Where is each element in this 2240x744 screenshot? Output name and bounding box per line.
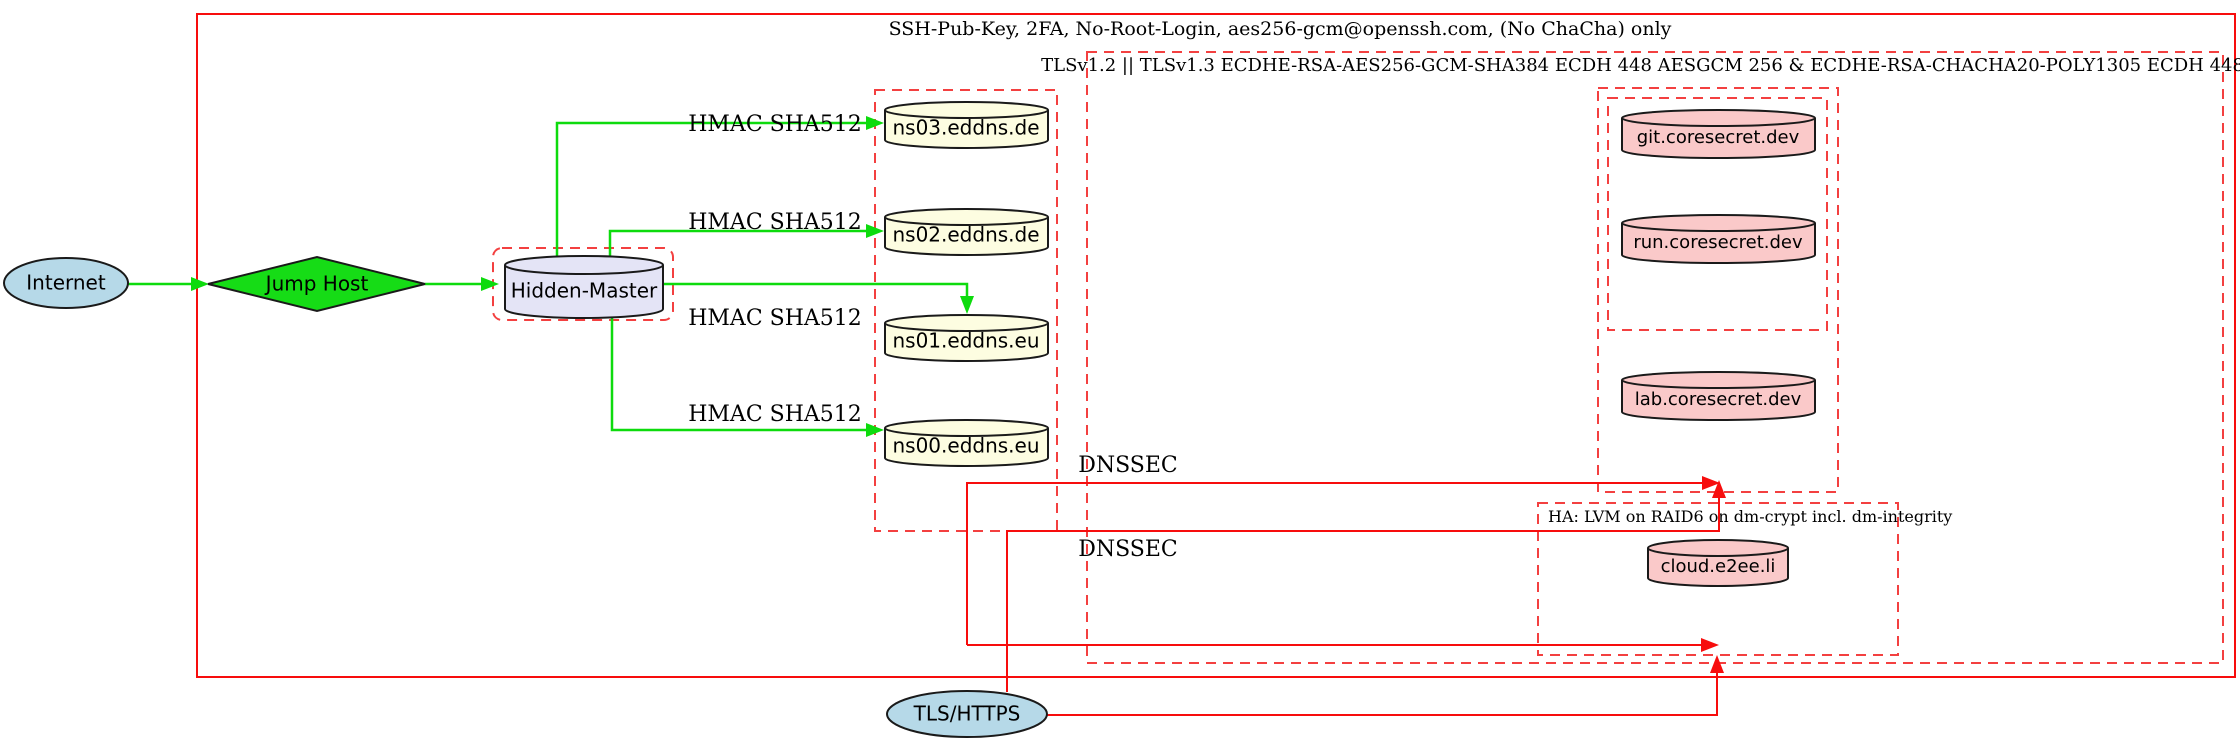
node-ns03: ns03.eddns.de [884,101,1049,149]
node-git: git.coresecret.dev [1621,109,1816,159]
node-run-label: run.coresecret.dev [1633,232,1803,253]
node-ns03-label: ns03.eddns.de [892,116,1039,140]
edge-dnssec-to-coresecret [966,476,1720,645]
edge-label-dnssec-2: DNSSEC [1078,537,1178,562]
node-internet: Internet [3,257,129,309]
edge-tlshttps-to-coresecret [1006,480,1726,692]
node-lab: lab.coresecret.dev [1621,371,1816,421]
edge-label-hmac-ns01: HMAC SHA512 [688,306,862,331]
cluster-ha-label: HA: LVM on RAID6 on dm-crypt incl. dm-in… [1548,507,1952,526]
node-run: run.coresecret.dev [1621,214,1816,264]
edge-internet-jumphost [128,277,209,291]
node-tls-https: TLS/HTTPS [886,690,1048,738]
node-hidden-master-label: Hidden-Master [511,279,658,303]
cluster-coresecret-inner-box [1607,97,1828,331]
cluster-ssh-box [196,13,2236,678]
cluster-coresecret-outer-box [1597,87,1839,493]
cluster-ssh-label: SSH-Pub-Key, 2FA, No-Root-Login, aes256-… [889,18,1672,40]
edge-hiddenmaster-ns02 [608,224,884,262]
edge-hiddenmaster-ns01 [663,282,974,314]
edge-label-hmac-ns00: HMAC SHA512 [688,402,862,427]
node-ns02: ns02.eddns.de [884,208,1049,256]
node-ns00: ns00.eddns.eu [884,419,1049,467]
node-ns02-label: ns02.eddns.de [892,223,1039,247]
edge-hiddenmaster-ns00 [610,316,884,437]
edge-label-hmac-ns03: HMAC SHA512 [688,112,862,137]
edge-jumphost-hiddenmaster [425,277,499,291]
node-lab-label: lab.coresecret.dev [1635,389,1802,410]
cluster-tls-box [1086,51,2224,664]
node-ns01: ns01.eddns.eu [884,314,1049,362]
node-jump-host-label: Jump Host [264,272,369,296]
cluster-tls-label: TLSv1.2 || TLSv1.3 ECDHE-RSA-AES256-GCM-… [1041,55,2240,76]
node-cloud-label: cloud.e2ee.li [1661,556,1776,577]
edge-label-hmac-ns02: HMAC SHA512 [688,210,862,235]
node-tls-https-label: TLS/HTTPS [913,702,1021,726]
node-cloud: cloud.e2ee.li [1647,539,1789,587]
node-git-label: git.coresecret.dev [1637,127,1800,148]
edge-dnssec-to-ha [967,638,1719,652]
edge-hiddenmaster-ns03 [555,116,884,262]
edge-tlshttps-to-ha [1047,655,1724,716]
node-ns00-label: ns00.eddns.eu [892,434,1039,458]
node-internet-label: Internet [26,271,106,295]
node-jump-host: Jump Host [207,255,426,313]
node-hidden-master: Hidden-Master [504,255,664,319]
edge-label-dnssec-1: DNSSEC [1078,453,1178,478]
node-ns01-label: ns01.eddns.eu [892,329,1039,353]
